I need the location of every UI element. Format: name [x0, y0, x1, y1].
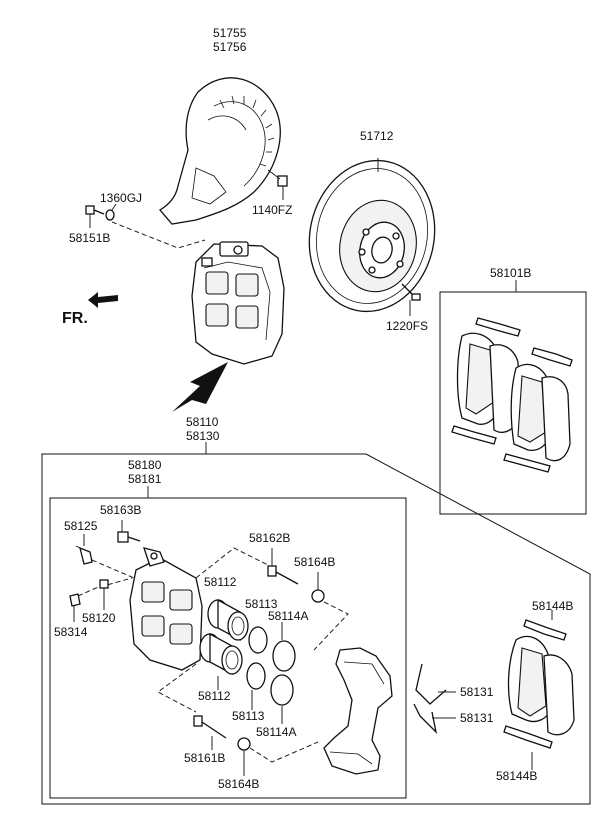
caliper-top [191, 241, 285, 365]
label-boot-upper: 58164B [294, 555, 335, 569]
label-cap: 58125 [64, 519, 98, 533]
pad-set [503, 610, 575, 770]
label-guide-pin-upper: 58162B [249, 531, 290, 545]
bleeder-bolt [117, 520, 141, 543]
dust-shield [159, 77, 281, 225]
label-boot-lower: 58164B [218, 777, 259, 791]
label-bleeder-cap: 58314 [54, 625, 88, 639]
label-disc-screw: 1220FS [386, 319, 428, 333]
bleeder-cap [69, 593, 81, 622]
shim-upper [415, 663, 456, 705]
piston-lower [199, 632, 243, 690]
cap-58125 [75, 534, 93, 565]
boot-lower [237, 737, 251, 776]
brake-disc [308, 158, 436, 313]
caliper-assembly-box [41, 453, 591, 805]
label-pad-kit: 58101B [490, 266, 531, 280]
label-caliper-assy-a: 58110 [186, 415, 219, 429]
label-shield-b: 51756 [213, 40, 247, 54]
label-washer: 1360GJ [100, 191, 142, 205]
label-caliper-body-b: 58181 [128, 472, 162, 486]
piston-upper [207, 598, 249, 642]
shim-lower [413, 703, 456, 734]
caliper-body [129, 547, 203, 671]
label-seal-lower: 58113 [232, 709, 265, 723]
label-shield-screw: 1140FZ [252, 203, 292, 217]
seal-lower [246, 662, 266, 710]
label-shim-a: 58131 [460, 685, 494, 699]
front-arrow-icon [88, 292, 118, 308]
guide-pin-lower [193, 715, 227, 750]
label-dust-boot-lower: 58114A [256, 725, 296, 739]
label-disc: 51712 [360, 129, 394, 143]
label-shim-b: 58131 [460, 711, 494, 725]
label-bleeder-bolt: 58163B [100, 503, 141, 517]
label-caliper-assy-b: 58130 [186, 429, 220, 443]
label-guide-pin-lower: 58161B [184, 751, 225, 765]
caliper-bracket [323, 647, 393, 775]
label-clip-set: 58144B [496, 769, 537, 783]
boot-upper [311, 572, 325, 603]
label-piston-upper: 58112 [204, 575, 237, 589]
shield-bolt [85, 203, 117, 228]
bleeder-screw [99, 579, 109, 610]
label-shield-bolt: 58151B [69, 231, 110, 245]
dust-boot-upper [272, 622, 296, 672]
pad-kit-box [439, 291, 587, 515]
label-piston-lower: 58112 [198, 689, 231, 703]
disc-screw [401, 283, 421, 316]
label-front: FR. [62, 310, 88, 327]
label-dust-boot-upper: 58114A [268, 609, 308, 623]
label-shield-a: 51755 [213, 26, 247, 40]
shield-screw [267, 169, 288, 200]
label-seal-upper: 58113 [245, 597, 278, 611]
pad-kit-contents [451, 317, 573, 473]
dust-boot-lower [270, 674, 294, 724]
seal-upper [248, 626, 268, 654]
label-caliper-body-a: 58180 [128, 458, 162, 472]
caliper-body-box [49, 497, 407, 799]
label-bleeder-screw: 58120 [82, 611, 116, 625]
assembly-arrow-icon [172, 362, 228, 412]
label-pad-set: 58144B [532, 599, 573, 613]
guide-pin-upper [267, 548, 299, 585]
